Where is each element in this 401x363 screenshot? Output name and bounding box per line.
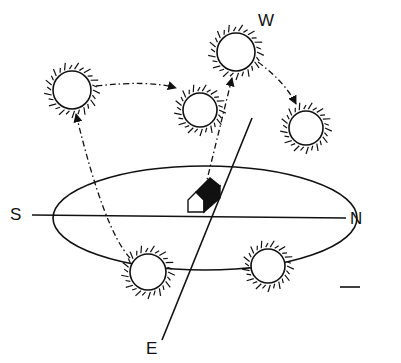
south-north-axis [32, 215, 346, 218]
sun-symbol [121, 246, 175, 299]
path-arrows [76, 62, 296, 258]
house-icon [188, 178, 220, 212]
sun-symbol [208, 25, 264, 80]
stray-mark [340, 286, 360, 288]
compass-label: N [350, 210, 362, 227]
compass-label: W [258, 12, 274, 29]
sun-symbol [242, 241, 294, 292]
compass-label: S [10, 206, 21, 223]
east-west-axis [162, 118, 252, 340]
sun-symbol [280, 103, 332, 154]
sun-symbol [44, 63, 100, 118]
compass-label: E [146, 340, 157, 357]
sun-symbol [174, 85, 226, 136]
